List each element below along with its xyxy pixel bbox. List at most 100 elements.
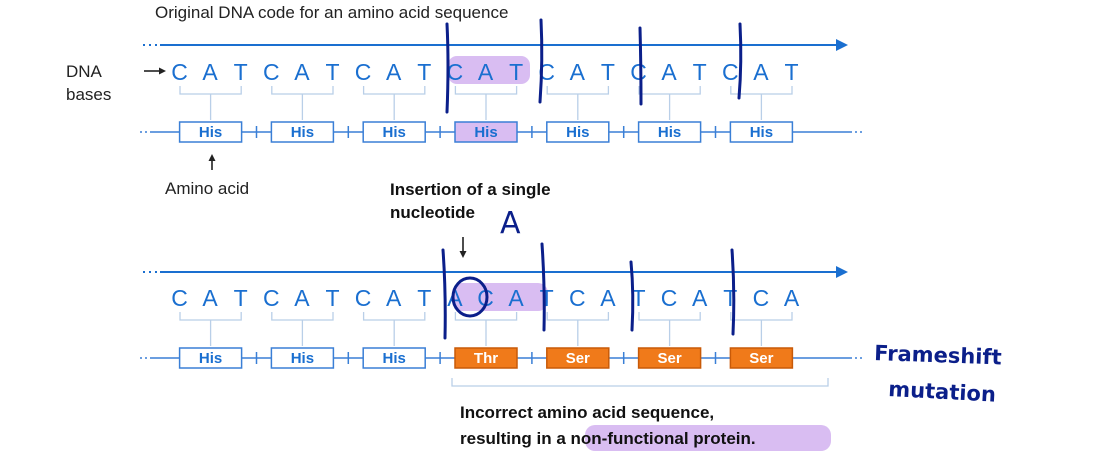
original-base: C [722, 59, 740, 85]
mutated-base: C [661, 285, 679, 311]
original-codon-connector [546, 86, 610, 120]
highlighted-codon-original [448, 56, 530, 84]
mutated-codon-connector [179, 312, 242, 346]
mutated-base: T [723, 285, 738, 311]
highlights [448, 56, 831, 451]
mutated-base: A [202, 285, 218, 311]
mutated-amino-acid-label: Ser [658, 350, 682, 367]
original-amino-acid-box [178, 121, 243, 143]
result-label-line1: Incorrect amino acid sequence, [460, 403, 714, 422]
mutated-amino-acid-box [729, 347, 794, 369]
original-base: C [447, 59, 465, 85]
pen-divider-mutated-1 [441, 248, 447, 340]
mutated-amino-acid-box [362, 347, 426, 369]
original-base: T [601, 59, 616, 85]
original-codon-connector [730, 86, 793, 120]
original-codon-connector [179, 86, 242, 120]
original-base: C [355, 59, 373, 85]
mutated-base: A [508, 285, 524, 311]
mutated-amino-acid-label: His [291, 350, 314, 367]
mutated-codon-connector [454, 312, 518, 346]
mutated-base: A [294, 285, 310, 311]
original-backbone-arrow-icon [836, 39, 848, 51]
mutated-amino-acid-box [270, 347, 335, 369]
original-codon-connector [638, 86, 701, 120]
handwritten-note-line1: Frameshift [874, 341, 1002, 369]
label-dna: DNA [66, 62, 103, 81]
mutated-amino-acid-label: His [383, 350, 406, 367]
mutated-base: T [234, 285, 249, 311]
original-amino-acid-label: His [474, 124, 497, 141]
pen-divider-mutated-2 [540, 242, 546, 332]
arrow-to-bases-icon [144, 67, 166, 75]
pen-divider-original-4 [737, 22, 743, 100]
mutated-base: A [600, 285, 616, 311]
mutated-base: T [631, 285, 646, 311]
arrow-down-insertion-icon [459, 237, 467, 258]
original-base: C [171, 59, 189, 85]
handwritten-note-line2: mutation [888, 377, 997, 407]
handwritten-annotations [441, 18, 743, 340]
mutated-codon-connector [730, 312, 793, 346]
mutated-backbone-arrow-icon [836, 266, 848, 278]
highlighted-codon-mutated [452, 283, 548, 311]
original-amino-acid-box [637, 121, 702, 143]
mutated-base: A [447, 285, 463, 311]
original-base: C [630, 59, 648, 85]
original-base: T [693, 59, 708, 85]
original-amino-acid-box [362, 121, 426, 143]
pen-divider-mutated-3 [629, 260, 635, 332]
mutated-base: C [569, 285, 587, 311]
original-base: T [509, 59, 524, 85]
mutated-amino-acid-label: Ser [749, 350, 773, 367]
original-codon-connector [454, 86, 518, 120]
mutated-amino-acid-box [178, 347, 243, 369]
original-amino-acid-box [270, 121, 335, 143]
mutated-codon-connector [638, 312, 701, 346]
mutated-base: C [753, 285, 771, 311]
mutated-base: T [417, 285, 432, 311]
mutated-codon-connector [271, 312, 334, 346]
original-amino-acid-box [454, 121, 518, 143]
original-base: T [234, 59, 249, 85]
mutated-base: A [692, 285, 708, 311]
pen-divider-original-1 [445, 22, 450, 114]
original-amino-acid-label: His [383, 124, 406, 141]
original-amino-acid-label: His [291, 124, 314, 141]
label-amino-acid: Amino acid [165, 179, 249, 198]
original-base: C [263, 59, 281, 85]
result-label-line2: resulting in a non-functional protein. [460, 429, 756, 448]
handwritten-inserted-base: A [500, 206, 521, 241]
original-base: T [325, 59, 340, 85]
mutated-amino-acid-label: Ser [566, 350, 590, 367]
mutated-amino-acid-box [546, 347, 610, 369]
pen-divider-original-3 [638, 26, 643, 106]
original-base: A [753, 59, 769, 85]
highlight-nonfunctional [585, 425, 831, 451]
mutated-amino-acid-box [637, 347, 702, 369]
mutated-amino-acid-label: Thr [474, 350, 498, 367]
original-amino-acid-label: His [566, 124, 589, 141]
mutated-base: C [355, 285, 373, 311]
mutated-base: C [263, 285, 281, 311]
original-amino-acid-label: His [199, 124, 222, 141]
arrow-up-amino-icon [208, 154, 216, 170]
original-base: T [784, 59, 799, 85]
mutated-base: T [325, 285, 340, 311]
insertion-label-line1: Insertion of a single [390, 180, 551, 199]
original-codon-connector [271, 86, 334, 120]
mutated-base: A [784, 285, 800, 311]
original-base: A [294, 59, 310, 85]
mutated-codon-connector [362, 312, 426, 346]
original-amino-acid-label: His [750, 124, 773, 141]
label-bases: bases [66, 85, 111, 104]
original-amino-acid-label: His [658, 124, 681, 141]
original-base: A [478, 59, 494, 85]
original-amino-acid-box [546, 121, 610, 143]
original-base: T [417, 59, 432, 85]
original-base: A [661, 59, 677, 85]
incorrect-sequence-bracket [451, 378, 829, 387]
original-base: A [202, 59, 218, 85]
original-codon-connector [362, 86, 426, 120]
